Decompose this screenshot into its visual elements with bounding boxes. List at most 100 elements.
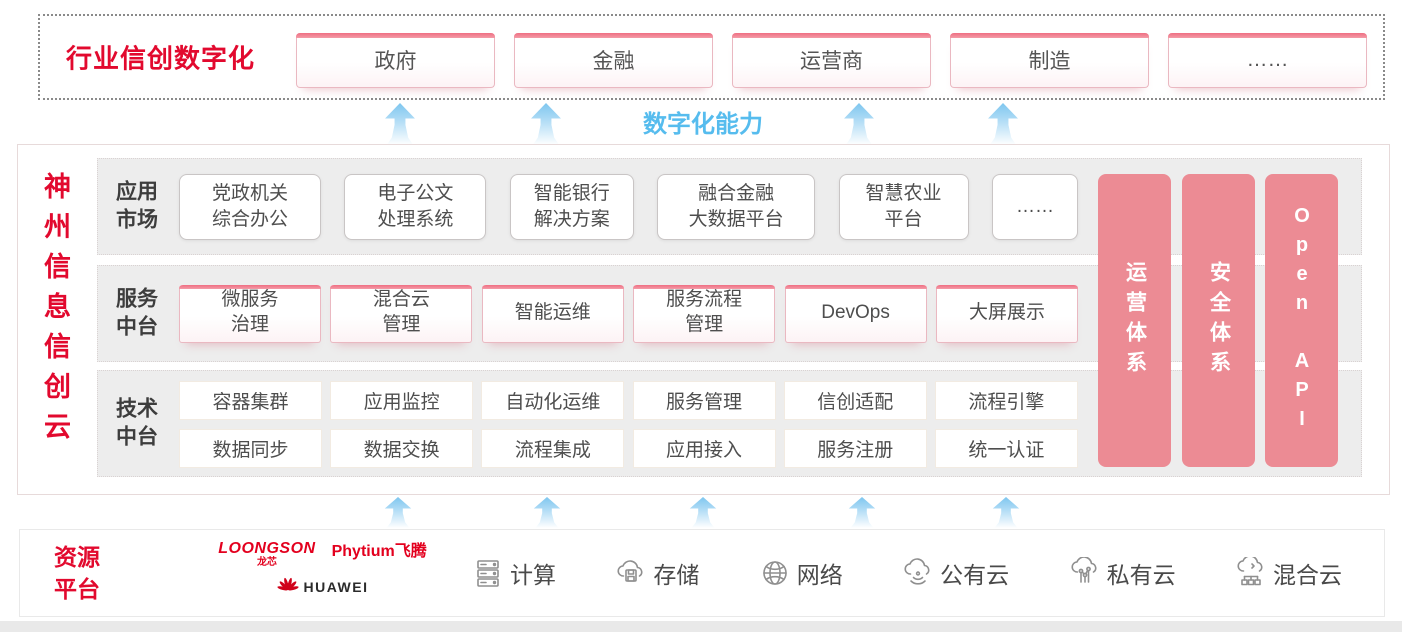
app-box-line: 平台 bbox=[884, 208, 923, 230]
tech-box: 应用接入 bbox=[632, 429, 776, 468]
app-box-line: 党政机关 bbox=[211, 182, 288, 204]
app-box-line: 处理系统 bbox=[377, 208, 454, 230]
service-box: 服务流程 管理 bbox=[633, 284, 776, 343]
loongson-wordmark: LOONGSON bbox=[218, 540, 316, 557]
service-box-line: 管理 bbox=[685, 314, 724, 335]
huawei-logo: HUAWEI bbox=[210, 576, 435, 598]
tech-box: 统一认证 bbox=[934, 429, 1078, 468]
resource-item-label: 存储 bbox=[653, 562, 700, 588]
resource-item-hybrid-cloud: 混合云 bbox=[1235, 556, 1342, 590]
public-cloud-icon bbox=[904, 558, 930, 585]
tech-box: 数据交换 bbox=[330, 429, 474, 468]
industry-box-more: …… bbox=[1168, 33, 1367, 88]
resource-item-label: 公有云 bbox=[940, 562, 1010, 588]
storage-icon bbox=[617, 560, 643, 582]
side-bar-open-api: Open API bbox=[1265, 174, 1338, 467]
server-icon bbox=[477, 560, 499, 587]
resource-item-label: 网络 bbox=[796, 562, 843, 588]
network-icon bbox=[762, 561, 787, 585]
tech-boxes: 容器集群 应用监控 自动化运维 服务管理 信创适配 流程引擎 数据同步 数据交换… bbox=[179, 381, 1078, 468]
private-cloud-icon bbox=[1071, 557, 1097, 583]
app-box: 融合金融 大数据平台 bbox=[657, 173, 816, 240]
phytium-logo: Phytium飞腾 bbox=[331, 543, 427, 560]
up-arrow-icon bbox=[689, 497, 717, 528]
loongson-chinese: 龙芯 bbox=[256, 557, 277, 568]
tech-box: 应用监控 bbox=[330, 381, 474, 420]
resource-items: 计算 存储 网络 bbox=[472, 530, 1342, 616]
up-arrow-icon bbox=[533, 497, 561, 528]
hybrid-cloud-icon bbox=[1237, 557, 1263, 586]
resource-platform-title: 资源 平台 bbox=[54, 541, 100, 605]
app-box: 智慧农业 平台 bbox=[838, 173, 969, 240]
huawei-wordmark: HUAWEI bbox=[303, 579, 369, 595]
side-bar-security: 安全体系 bbox=[1182, 174, 1255, 467]
vendor-logos: LOONGSON 龙芯 Phytium飞腾 HUAWEI bbox=[210, 541, 435, 598]
resource-item-compute: 计算 bbox=[472, 556, 556, 590]
industry-box-manufacturing: 制造 bbox=[950, 33, 1149, 88]
app-box-line: 大数据平台 bbox=[688, 208, 784, 230]
app-box-line: 智慧农业 bbox=[865, 182, 942, 204]
up-arrow-icon bbox=[988, 103, 1018, 145]
platform-title: 神州信息信创云 bbox=[40, 172, 70, 452]
resource-item-label: 私有云 bbox=[1106, 562, 1176, 588]
industry-box-finance: 金融 bbox=[514, 33, 713, 88]
service-box-line: 智能运维 bbox=[514, 301, 591, 323]
service-box: 混合云 管理 bbox=[330, 284, 473, 343]
up-arrow-icon bbox=[844, 103, 874, 145]
tech-box: 服务管理 bbox=[632, 381, 776, 420]
bottom-divider bbox=[0, 621, 1402, 632]
lane-label-line: 技术 bbox=[116, 397, 158, 421]
vendor-row: LOONGSON 龙芯 Phytium飞腾 bbox=[210, 541, 435, 569]
lane-app-market: 应用 市场 党政机关 综合办公 电子公文 处理系统 智能银行 解决方案 融合金融… bbox=[97, 158, 1362, 255]
app-box: 党政机关 综合办公 bbox=[179, 173, 321, 240]
resource-item-label: 混合云 bbox=[1272, 562, 1342, 588]
lane-label: 应用 市场 bbox=[116, 178, 158, 235]
tech-box: 数据同步 bbox=[179, 429, 322, 468]
loongson-logo: LOONGSON 龙芯 bbox=[218, 541, 315, 569]
banner-title: 行业信创数字化 bbox=[66, 43, 256, 74]
app-box-line: 综合办公 bbox=[211, 208, 288, 230]
service-box: DevOps bbox=[784, 284, 927, 343]
up-arrow-icon bbox=[848, 497, 876, 528]
industry-box-telecom: 运营商 bbox=[732, 33, 931, 88]
app-box-more: …… bbox=[991, 173, 1078, 240]
tech-box: 流程引擎 bbox=[934, 381, 1078, 420]
service-boxes: 微服务 治理 混合云 管理 智能运维 服务流程 管理 DevOps 大屏展示 bbox=[179, 266, 1078, 361]
tech-box: 流程集成 bbox=[481, 429, 625, 468]
capability-label: 数字化能力 bbox=[643, 111, 763, 138]
service-box: 大屏展示 bbox=[935, 284, 1078, 343]
lane-service-platform: 服务 中台 微服务 治理 混合云 管理 智能运维 服务流程 管理 DevOps … bbox=[97, 265, 1362, 362]
lane-label-line: 中台 bbox=[116, 315, 158, 339]
service-box-line: 服务流程 bbox=[666, 289, 743, 311]
lane-label-line: 服务 bbox=[116, 287, 158, 311]
industry-box-government: 政府 bbox=[296, 33, 495, 88]
service-box: 智能运维 bbox=[481, 284, 624, 343]
app-box: 电子公文 处理系统 bbox=[344, 173, 487, 240]
service-box-line: 管理 bbox=[382, 314, 421, 335]
service-box-line: 微服务 bbox=[221, 289, 279, 311]
app-box-line: 解决方案 bbox=[533, 208, 610, 230]
side-bar-operations: 运营体系 bbox=[1098, 174, 1171, 467]
service-box-line: DevOps bbox=[821, 301, 890, 323]
app-boxes: 党政机关 综合办公 电子公文 处理系统 智能银行 解决方案 融合金融 大数据平台… bbox=[179, 159, 1078, 254]
service-box: 微服务 治理 bbox=[179, 284, 321, 343]
resource-item-private-cloud: 私有云 bbox=[1069, 556, 1176, 590]
lane-label-line: 中台 bbox=[116, 425, 158, 449]
resource-item-storage: 存储 bbox=[615, 556, 699, 590]
resource-title-line: 资源 bbox=[54, 543, 100, 570]
resource-item-label: 计算 bbox=[510, 562, 556, 588]
up-arrow-icon bbox=[385, 103, 415, 145]
resource-item-network: 网络 bbox=[759, 556, 843, 590]
tech-box: 服务注册 bbox=[783, 429, 927, 468]
lane-tech-platform: 技术 中台 容器集群 应用监控 自动化运维 服务管理 信创适配 流程引擎 数据同… bbox=[97, 370, 1362, 477]
tech-box: 自动化运维 bbox=[481, 381, 625, 420]
lane-label-line: 应用 bbox=[116, 180, 158, 204]
industry-banner: 行业信创数字化 政府 金融 运营商 制造 …… bbox=[38, 14, 1385, 100]
resource-platform-box: 资源 平台 LOONGSON 龙芯 Phytium飞腾 HUAWEI bbox=[19, 529, 1385, 617]
service-box-line: 混合云 bbox=[372, 289, 430, 311]
app-box-line: 电子公文 bbox=[377, 182, 454, 204]
app-box-line: 融合金融 bbox=[698, 182, 775, 204]
resource-item-public-cloud: 公有云 bbox=[902, 556, 1009, 590]
service-box-line: 治理 bbox=[230, 314, 269, 335]
tech-box: 容器集群 bbox=[179, 381, 322, 420]
